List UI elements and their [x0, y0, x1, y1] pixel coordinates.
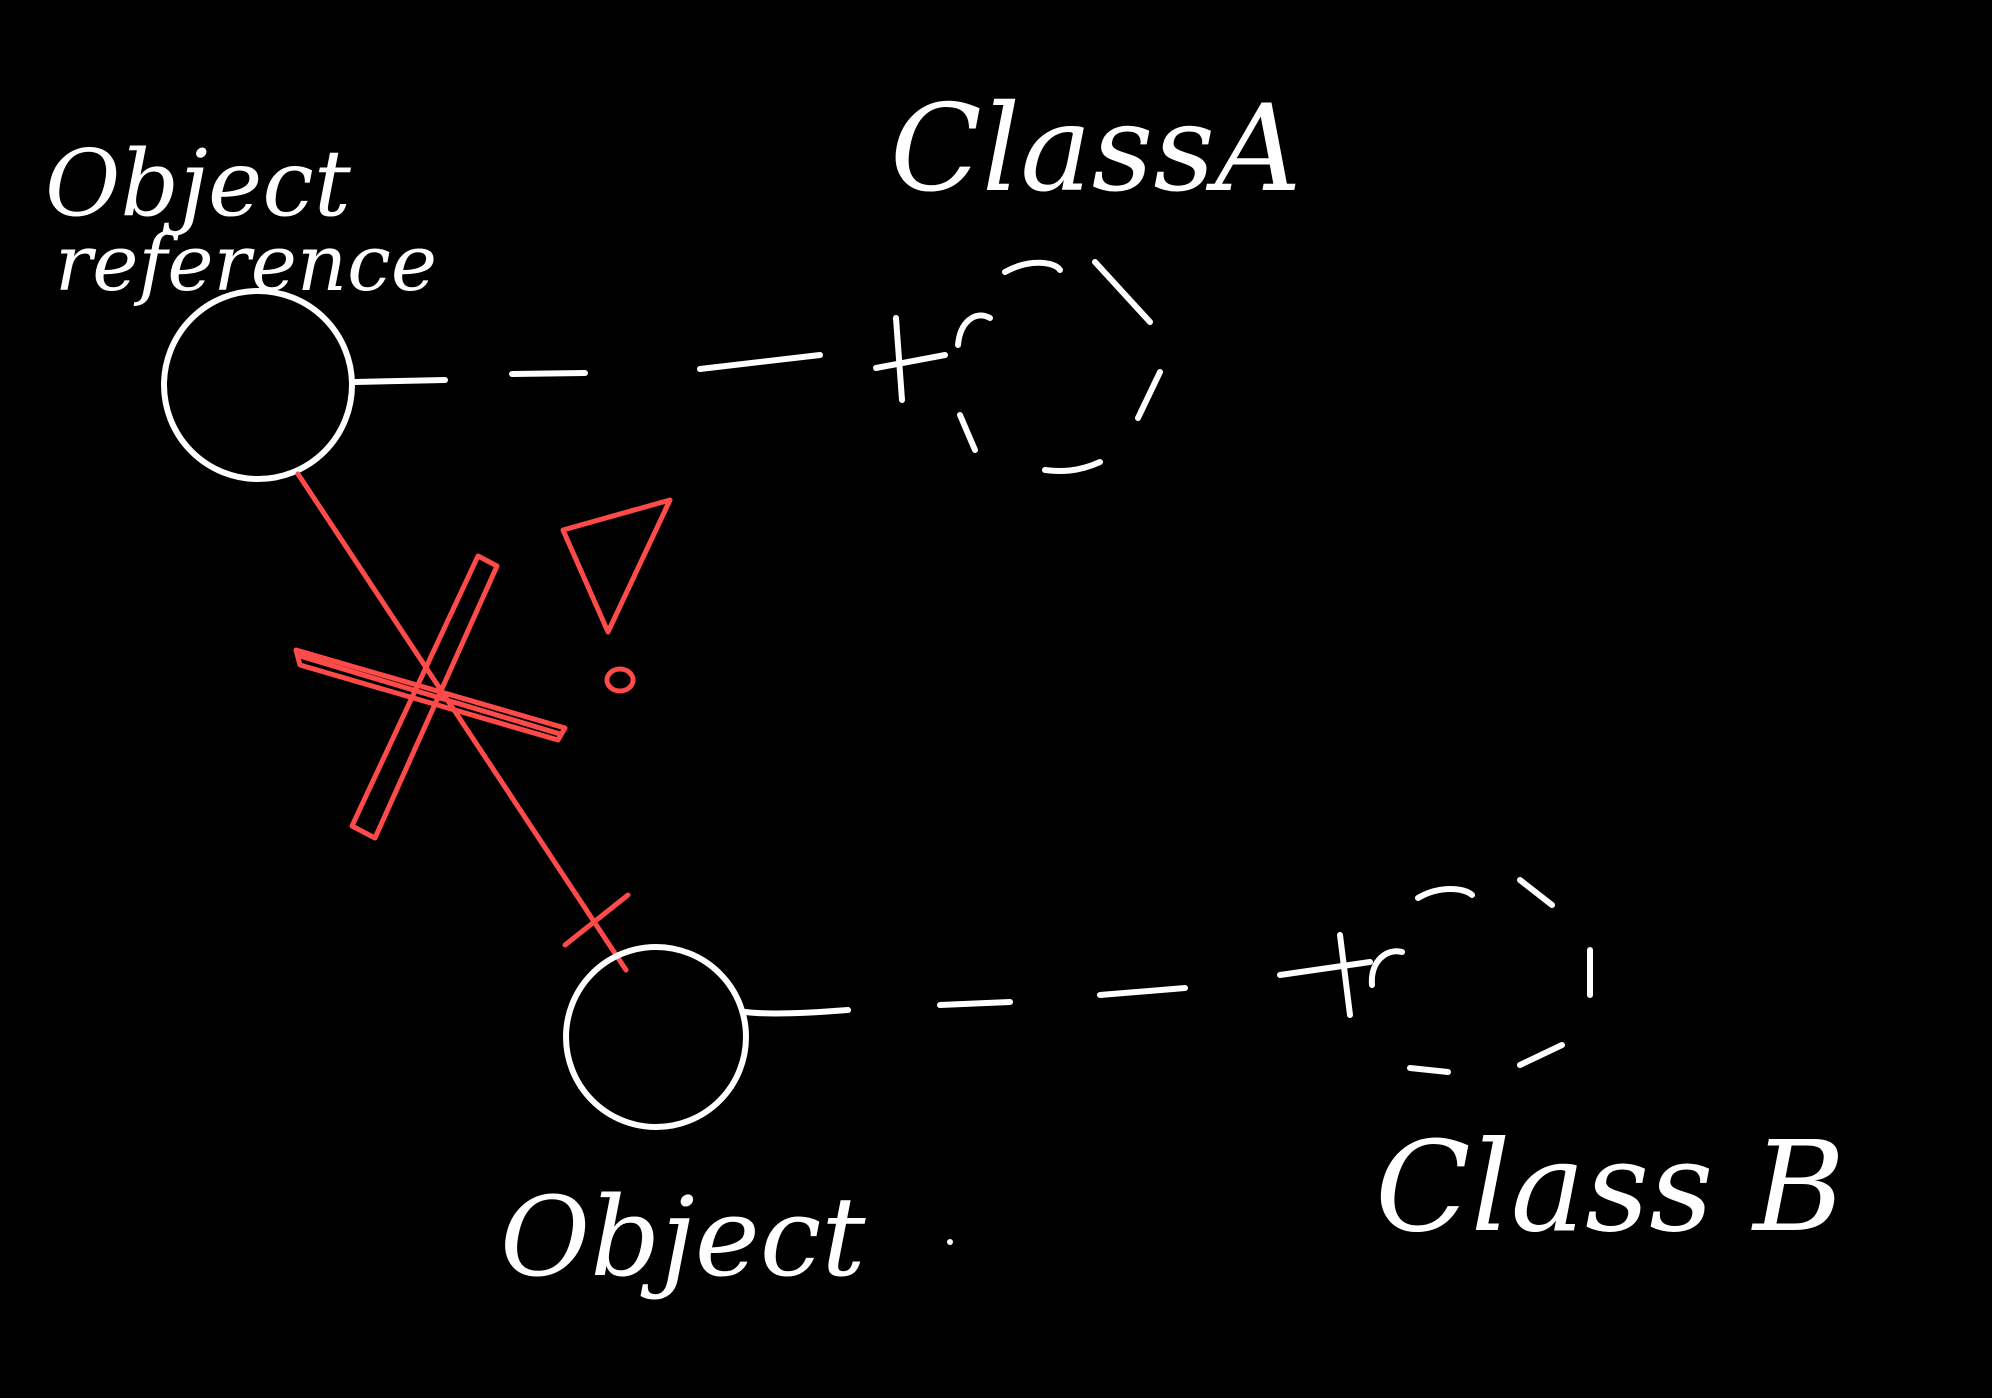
- x-mark-icon: [293, 553, 568, 841]
- object-node: [563, 944, 749, 1130]
- stray-dot: [947, 1239, 953, 1245]
- class-a-label: ClassA: [890, 80, 1302, 219]
- exclamation-triangle-icon: [560, 497, 673, 694]
- class-b-label: Class B: [1375, 1115, 1845, 1260]
- object-reference-label-line2: reference: [55, 219, 437, 309]
- class-b-dashed-circle: [1368, 877, 1593, 1075]
- broken-reference-link: [295, 471, 631, 973]
- reference-to-class-a-dashed-link: [352, 315, 948, 403]
- object-label: Object: [500, 1173, 866, 1301]
- class-a-dashed-circle: [955, 259, 1163, 474]
- object-reference-label-line1: Object: [45, 130, 352, 237]
- object-to-class-b-dashed-link: [742, 932, 1373, 1018]
- object-reference-node: [161, 288, 355, 482]
